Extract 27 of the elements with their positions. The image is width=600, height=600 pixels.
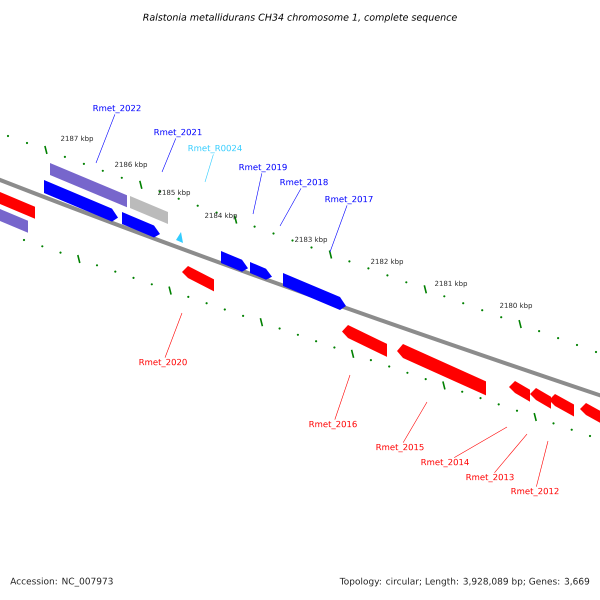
footer-text: Topology: circular; Length: 3,928,089 bp; Genes: 3,669 xyxy=(340,578,590,586)
leader-line xyxy=(494,434,528,473)
gene-label: Rmet_2014 xyxy=(422,458,469,468)
leader-line xyxy=(162,138,176,172)
leader-line xyxy=(536,440,548,487)
leader-line xyxy=(454,426,508,458)
footer-text: Accession: NC_007973 xyxy=(10,578,113,586)
gene-label: Rmet_2016 xyxy=(310,420,357,430)
gene-label: Rmet_2018 xyxy=(280,178,328,188)
gene-label: Rmet_2022 xyxy=(94,104,140,114)
gene-label: Rmet_2013 xyxy=(466,474,514,482)
leader-line xyxy=(280,188,302,226)
gene-label: Rmet_2012 xyxy=(512,488,558,496)
leader-line xyxy=(402,402,428,443)
gene-label: Rmet_2019 xyxy=(240,164,287,172)
leader-line xyxy=(330,205,348,252)
gene-label: Rmet_2015 xyxy=(376,444,424,452)
leader-line xyxy=(204,154,214,182)
gene-label: Rmet_2021 xyxy=(154,128,202,138)
title: Ralstonia metallidurans CH34 chromosome 1, complete sequence xyxy=(143,13,457,23)
leader-line xyxy=(96,114,116,164)
leader-line xyxy=(252,173,262,214)
leader-line xyxy=(164,312,182,358)
gene-label: Rmet_2020 xyxy=(140,358,187,368)
gene-label: Rmet_2017 xyxy=(326,196,373,204)
leader-line xyxy=(334,374,350,420)
gene-label: Rmet_R0024 xyxy=(188,144,242,154)
